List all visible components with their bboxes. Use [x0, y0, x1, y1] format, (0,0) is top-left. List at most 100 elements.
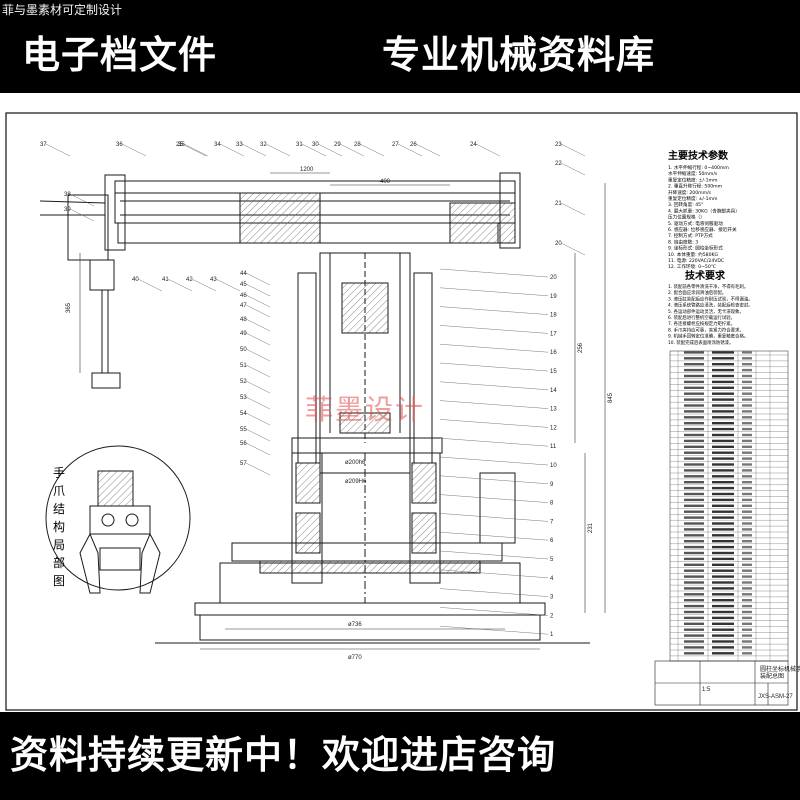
bom-cell [684, 486, 704, 490]
part-number-label: 44 [240, 271, 247, 277]
leader-line [439, 513, 549, 522]
leader-line [359, 143, 385, 157]
bom-cell [712, 528, 734, 531]
bom-cell [684, 469, 704, 472]
bom-cell [684, 374, 704, 378]
top-banner [0, 0, 800, 93]
part-number-label: 48 [240, 317, 247, 323]
part-number-label: 37 [40, 142, 47, 148]
motor [479, 472, 516, 544]
leader-line [137, 278, 163, 292]
part-number-label: 43 [210, 277, 217, 283]
bom-cell [742, 569, 752, 572]
bom-cell [712, 498, 734, 502]
arm-top-bar [114, 180, 516, 194]
bom-cell [742, 374, 752, 378]
bearing-housing-right [409, 452, 441, 584]
bom-cell [742, 404, 752, 407]
bom-cell [712, 646, 734, 649]
part-number-label: 22 [555, 161, 562, 167]
leader-line [439, 532, 549, 541]
bom-cell [742, 510, 752, 513]
bottom-banner [0, 712, 800, 800]
dim-400: 400 [380, 179, 391, 185]
bom-cell [684, 410, 704, 413]
bom-cell [684, 581, 704, 584]
part-number-label: 20 [550, 275, 557, 281]
leader-line [439, 550, 549, 560]
leader-line [439, 362, 549, 372]
bom-cell [742, 646, 752, 649]
title-block [654, 660, 789, 706]
bom-cell [742, 416, 752, 419]
leader-line [245, 283, 271, 297]
part-number-label: 41 [162, 277, 169, 283]
part-number-label: 15 [550, 369, 557, 375]
bom-cell [712, 374, 734, 378]
bom-cell [742, 492, 752, 496]
part-number-label: 49 [240, 331, 247, 337]
spec-line: 重复定位精度: ±/-1mm [668, 195, 718, 202]
requirement-line: 6. 装配后进行整机空载运行试验。 [668, 314, 735, 321]
part-number-label: 21 [555, 201, 562, 207]
bom-cell [684, 357, 704, 360]
leader-line [245, 396, 271, 410]
leader-line [560, 202, 586, 216]
bom-cell [684, 422, 704, 425]
bom-cell [684, 380, 704, 384]
spec-line: 7. 控制方式: PTP方式 [668, 232, 713, 239]
bom-cell [712, 563, 734, 566]
leader-line [181, 143, 207, 157]
bom-cell [684, 528, 704, 531]
spec-line: 2. 垂直升降行程: 500mm [668, 183, 723, 190]
requirement-line: 8. 手爪夹持应可靠，夹紧力符合要求。 [668, 326, 744, 333]
requirement-line: 10. 装配完成后表面喷涂防锈漆。 [668, 339, 733, 346]
requirement-line: 3. 液压缸装配后应作耐压试验，不得漏油。 [668, 295, 753, 302]
leader-line [415, 143, 441, 157]
bom-cell [742, 445, 752, 448]
part-number-label: 40 [132, 277, 139, 283]
spec-line: 水平伸缩速度: 50mm/s [668, 170, 718, 177]
bom-cell [712, 551, 734, 555]
spec-line: 5. 驱动方式: 电液伺服驱动 [668, 220, 723, 227]
dim-770: ø770 [348, 655, 362, 661]
bom-cell [742, 628, 752, 631]
bom-cell [742, 451, 752, 454]
part-number-label: 47 [240, 303, 247, 309]
bom-cell [712, 540, 734, 543]
bom-cell [742, 522, 752, 525]
bom-cell [712, 516, 734, 519]
bom-cell [742, 545, 752, 549]
dim-231: 231 [588, 522, 594, 533]
banner-title-right: 专业机械资料库 [382, 33, 656, 77]
leader-line [245, 318, 271, 332]
bom-cell [742, 563, 752, 566]
part-number-label: 52 [240, 379, 247, 385]
bom-cell [684, 640, 704, 643]
bom-cell [742, 610, 752, 614]
leader-line [69, 208, 95, 222]
requirement-line: 5. 各运动部件运动灵活，无卡滞现象。 [668, 308, 744, 315]
part-number-label: 51 [240, 363, 247, 369]
bom-cell [712, 587, 734, 590]
leader-line [560, 143, 586, 157]
bom-cell [684, 534, 704, 537]
bom-cell [742, 386, 752, 389]
bom-cell [684, 646, 704, 649]
leader-line [219, 143, 245, 157]
detail-label-1: 手 [53, 466, 65, 480]
gripper-jaw [91, 372, 121, 389]
part-number-label: 56 [240, 441, 247, 447]
bom-cell [742, 380, 752, 384]
spec-line: 4. 最大抓重: 30KG（含腕部夹具） [668, 207, 740, 214]
part-number-label: 23 [555, 142, 562, 148]
part-number-label: 53 [240, 395, 247, 401]
bom-cell [684, 504, 704, 507]
bom-cell [742, 463, 752, 466]
bom-cell [742, 622, 752, 625]
part-number-label: 13 [550, 407, 557, 413]
spec-line: 9. 坐标形式: 圆柱坐标形式 [668, 245, 723, 252]
bom-cell [712, 463, 734, 466]
detail-gripper [79, 470, 161, 594]
bom-cell [742, 587, 752, 590]
